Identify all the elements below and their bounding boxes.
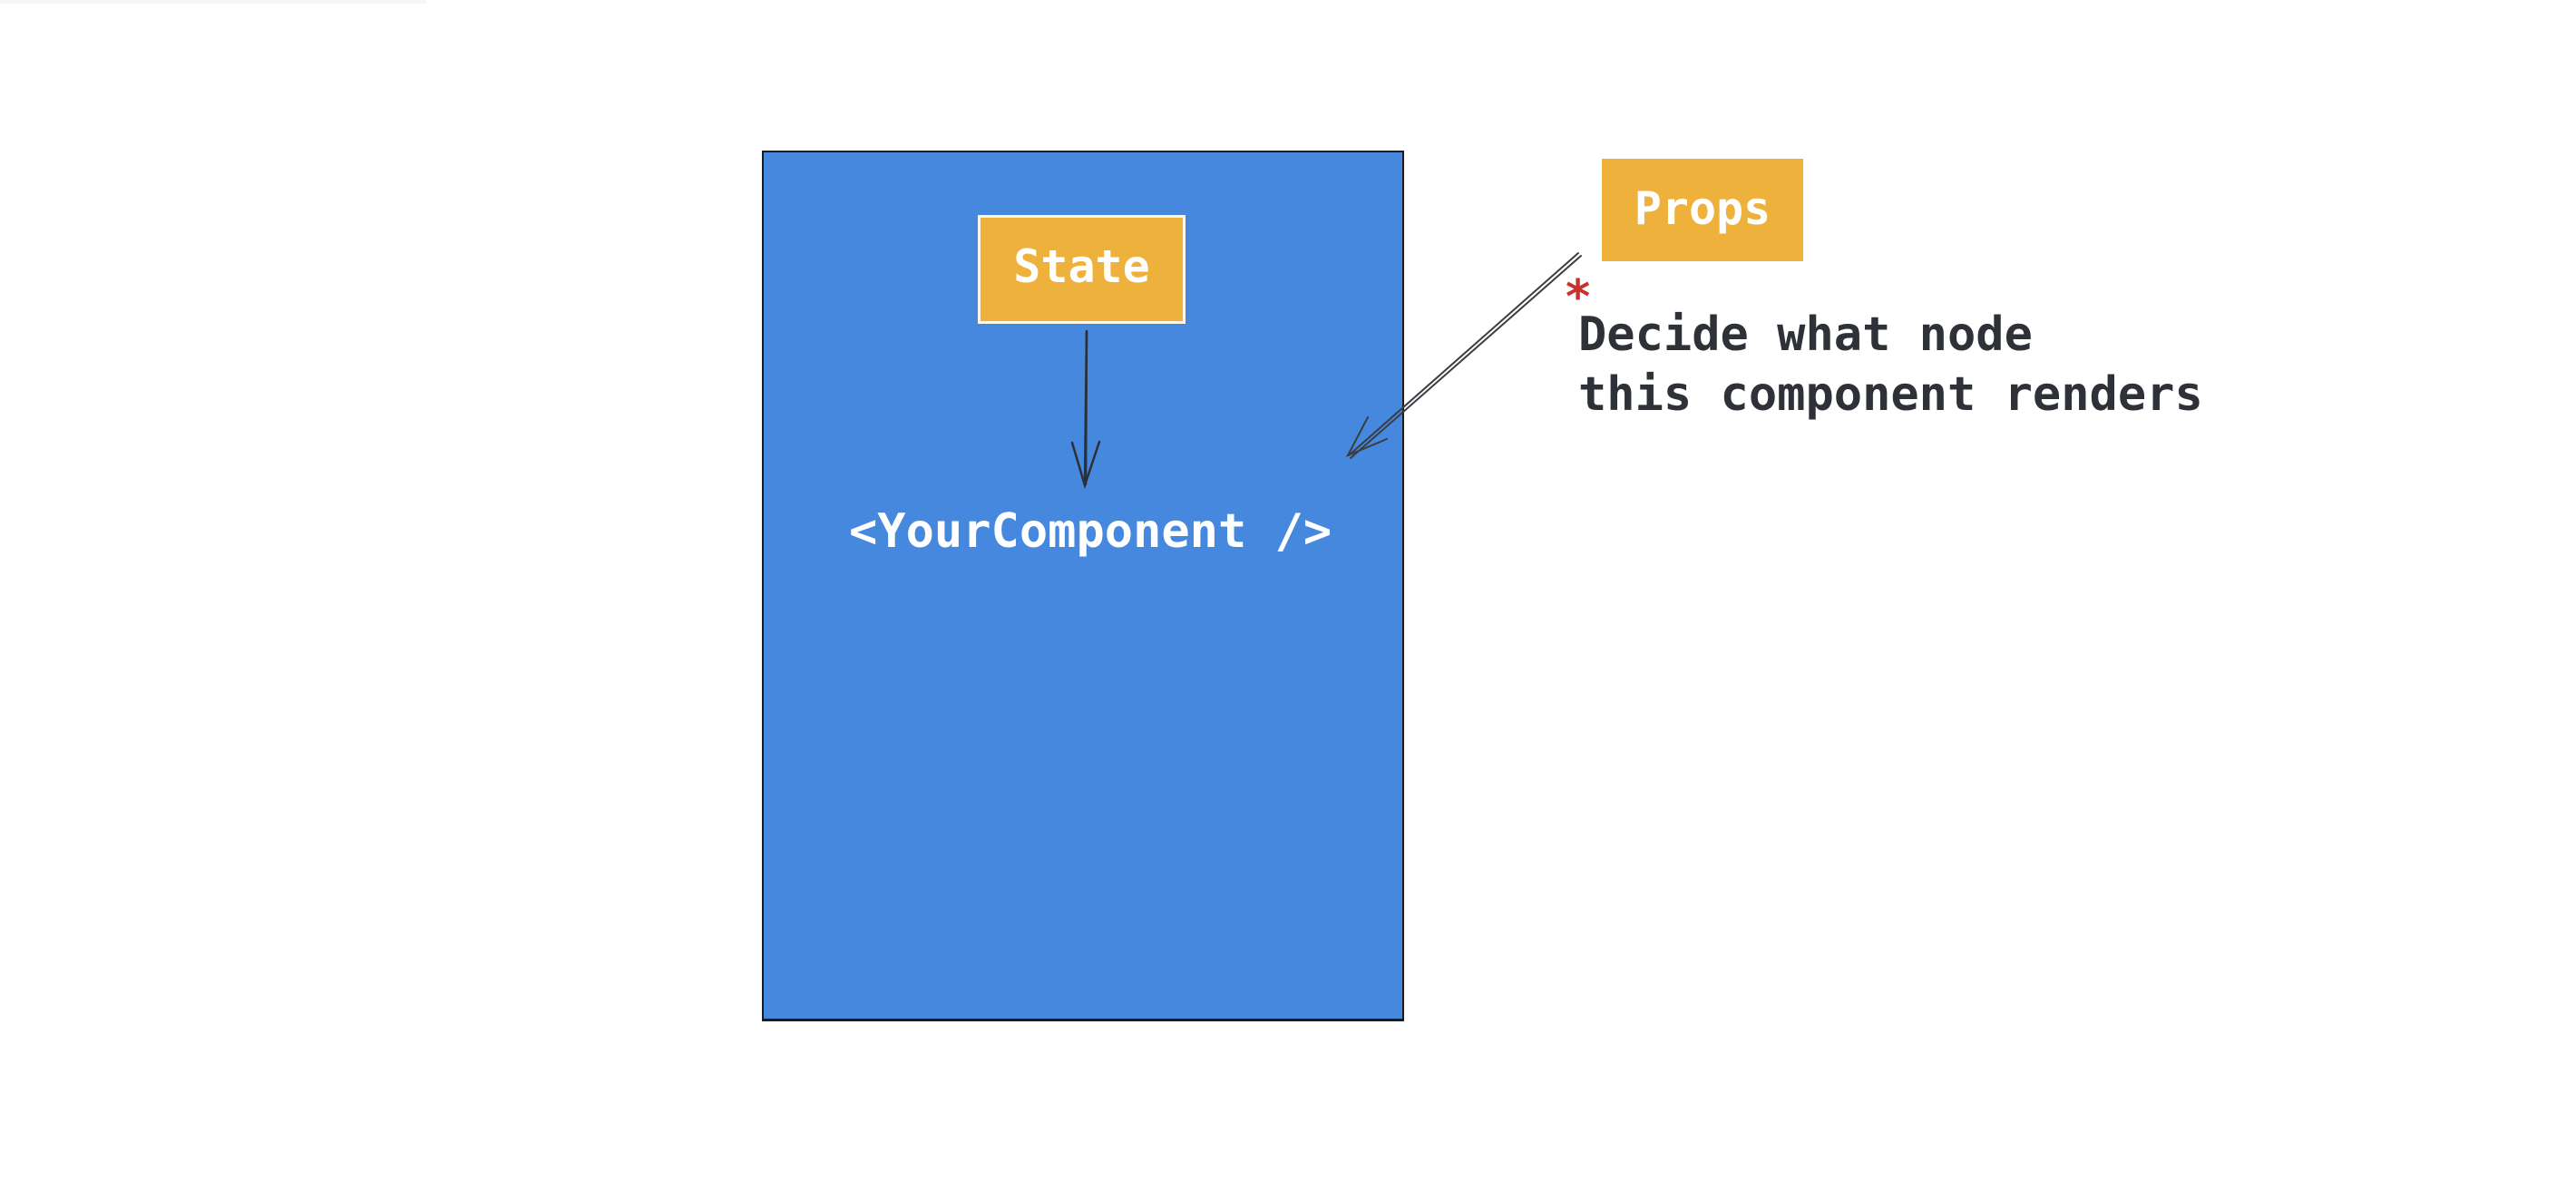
state-label: State [1013, 240, 1150, 293]
props-label: Props [1634, 181, 1771, 235]
props-box: Props [1602, 159, 1803, 261]
note-line-2: this component renders [1578, 367, 2203, 422]
state-box: State [978, 215, 1186, 324]
note-line-1: Decide what node [1578, 307, 2033, 362]
component-label: <YourComponent /> [849, 504, 1332, 559]
note-text: Decide what node this component renders [1578, 305, 2203, 425]
top-edge-strip [0, 0, 426, 4]
